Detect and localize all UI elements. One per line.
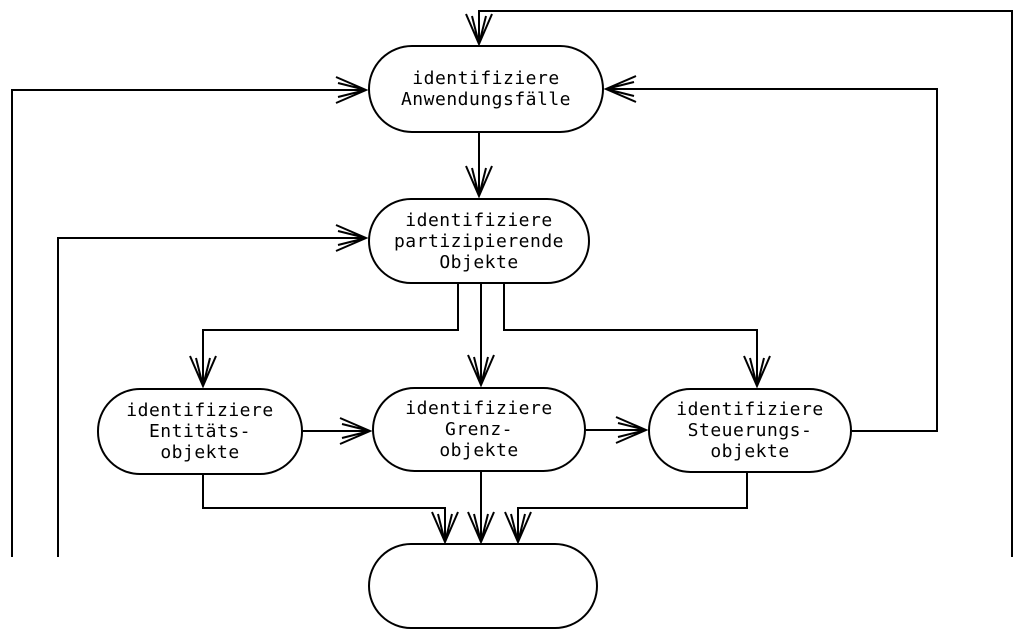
node-label-line: objekte [439, 440, 519, 461]
node-label-line: Grenz- [444, 419, 514, 440]
node-label-line: identifiziere [412, 68, 560, 89]
edge-participating-to-control [503, 284, 771, 389]
edge-control-to-bottom-node [504, 473, 748, 545]
node-label-line: Entitäts- [148, 421, 252, 442]
edge-entity-to-bottom-node [202, 475, 459, 545]
edge-participating-to-entity [189, 284, 459, 389]
node-identify-participating-objects: identifiziere partizipierende Objekte [368, 198, 590, 284]
node-identify-use-cases: identifiziere Anwendungsfälle [368, 45, 604, 133]
flowchart-diagram: identifiziere Anwendungsfälle identifizi… [11, 10, 1013, 629]
node-label-line: objekte [160, 442, 240, 463]
node-identify-control-objects: identifiziere Steuerungs- objekte [648, 388, 852, 473]
edge-control-loop-to-use-cases-right [603, 75, 938, 432]
node-label-line: objekte [710, 441, 790, 462]
edges-layer [11, 10, 1013, 557]
node-label-line: partizipierende [393, 230, 565, 252]
node-label-line: Steuerungs- [687, 420, 813, 441]
node-bottom-partial [368, 543, 598, 629]
node-label-line: identifiziere [676, 399, 824, 420]
node-label-line: identifiziere [405, 209, 553, 231]
node-label-line: Anwendungsfälle [400, 89, 572, 110]
edge-bottom-loop-to-use-cases-top [465, 10, 1013, 557]
node-identify-entity-objects: identifiziere Entitäts- objekte [97, 388, 303, 475]
node-label-line: identifiziere [126, 400, 274, 421]
node-identify-boundary-objects: identifiziere Grenz- objekte [372, 387, 586, 472]
node-label-line: Objekte [439, 251, 519, 273]
node-label-line: identifiziere [405, 398, 553, 419]
edge-bottom-loop-to-participating-left [57, 224, 369, 557]
edge-bottom-loop-to-use-cases-left [11, 76, 369, 557]
